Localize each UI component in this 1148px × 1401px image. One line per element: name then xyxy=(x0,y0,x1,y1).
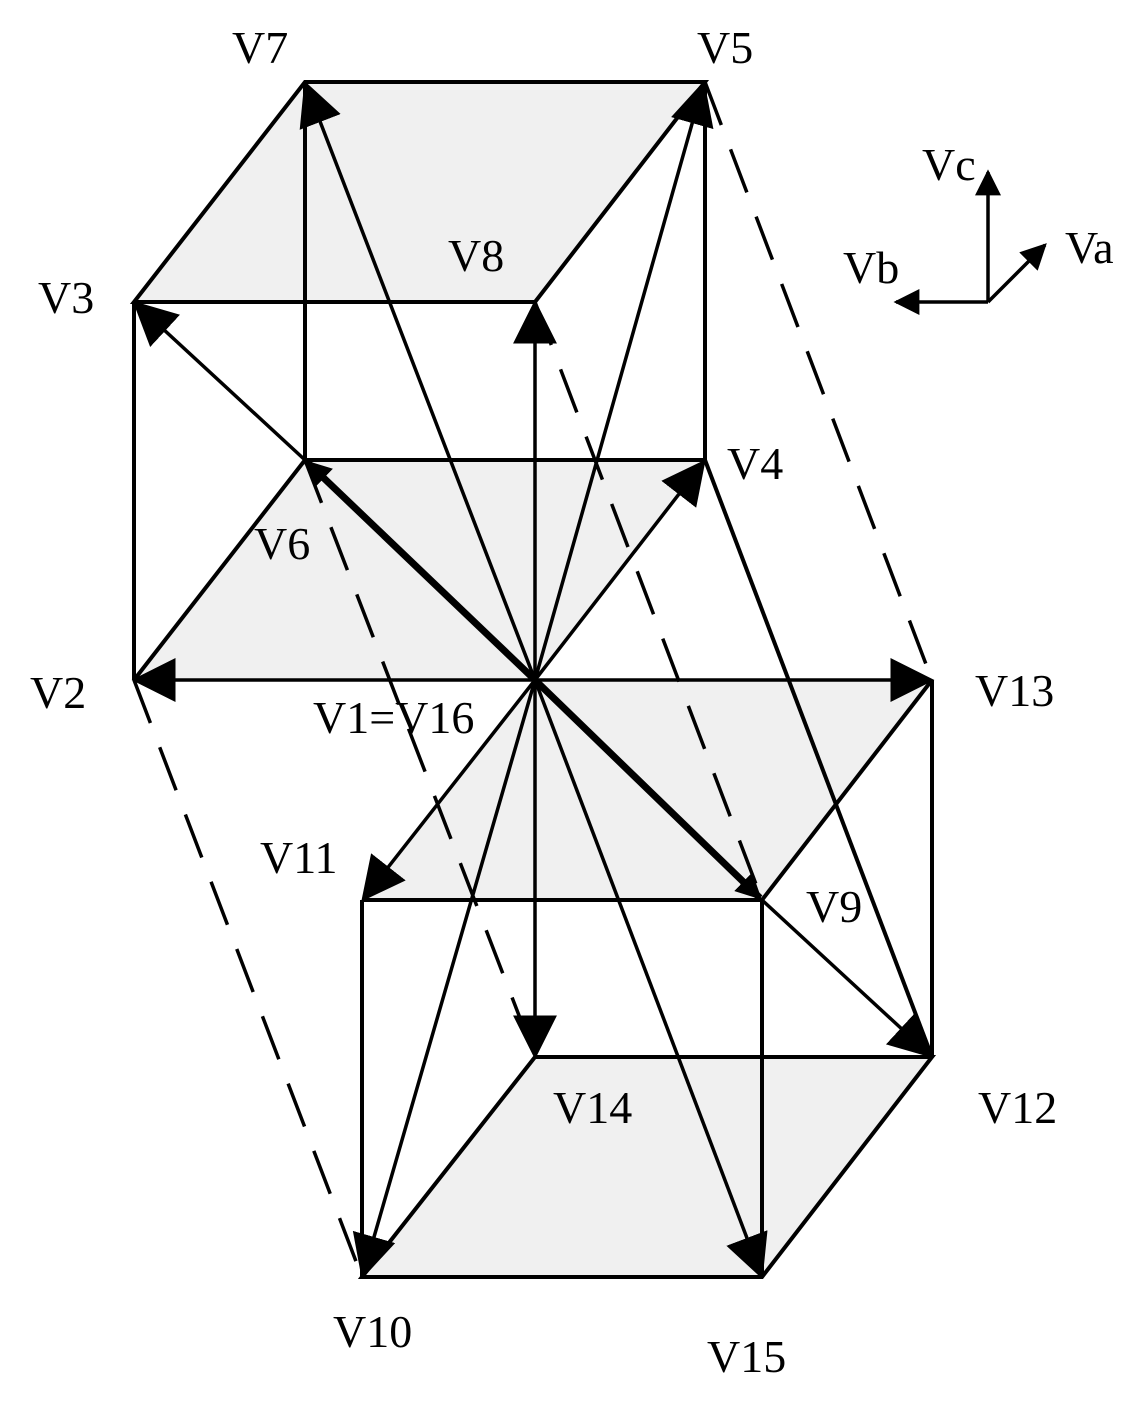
label-v13: V13 xyxy=(975,665,1054,716)
label-v1-v16: V1=V16 xyxy=(313,692,474,743)
vertex-labels: V7 V5 V8 V3 V4 V6 V2 V1=V16 V13 V11 V9 V… xyxy=(30,22,1057,1382)
lower-cube-bottom-face xyxy=(362,1057,932,1277)
vector-v10 xyxy=(352,679,537,1280)
label-v9: V9 xyxy=(806,881,862,932)
axis-label-vc: Vc xyxy=(922,139,976,190)
vector-v12 xyxy=(760,898,934,1058)
lower-cube-edges xyxy=(357,459,937,1279)
label-v4: V4 xyxy=(727,438,783,489)
vector-v7 xyxy=(299,80,537,681)
label-v5: V5 xyxy=(697,22,753,73)
vector-v4 xyxy=(533,459,706,682)
edge-v13-v9 xyxy=(760,678,934,902)
label-v15: V15 xyxy=(707,1331,786,1382)
axis-va-arrow xyxy=(986,243,1047,304)
upper-cube-top-face xyxy=(134,82,705,302)
label-v3: V3 xyxy=(38,272,94,323)
label-v12: V12 xyxy=(978,1082,1057,1133)
vector-v3 xyxy=(132,301,307,462)
dashed-line-v5-v13 xyxy=(703,81,934,681)
axis-label-va: Va xyxy=(1065,222,1114,273)
label-v10: V10 xyxy=(333,1306,412,1357)
edge-v6-v2 xyxy=(132,458,307,682)
dashed-line-v8-v9 xyxy=(533,301,764,901)
dashed-line-v6-v14 xyxy=(303,459,537,1058)
axis-label-vb: Vb xyxy=(843,242,899,293)
vector-v11 xyxy=(361,678,537,902)
vector-v6 xyxy=(304,459,538,683)
dashed-line-v2-v10 xyxy=(132,679,364,1278)
edge-v4-v12 xyxy=(703,459,934,1058)
shaded-faces xyxy=(134,82,932,1277)
vector-v15 xyxy=(533,679,768,1280)
axis-indicator: Vc Vb Va xyxy=(843,139,1114,315)
dashed-connectors xyxy=(132,81,934,1278)
vectors xyxy=(131,80,935,1280)
label-v2: V2 xyxy=(30,667,86,718)
vector-v9 xyxy=(532,677,763,901)
label-v14: V14 xyxy=(553,1082,632,1133)
label-v11: V11 xyxy=(260,832,338,883)
label-v6: V6 xyxy=(254,518,310,569)
vector-v5 xyxy=(533,80,714,681)
label-v8: V8 xyxy=(448,230,504,281)
label-v7: V7 xyxy=(232,22,288,73)
